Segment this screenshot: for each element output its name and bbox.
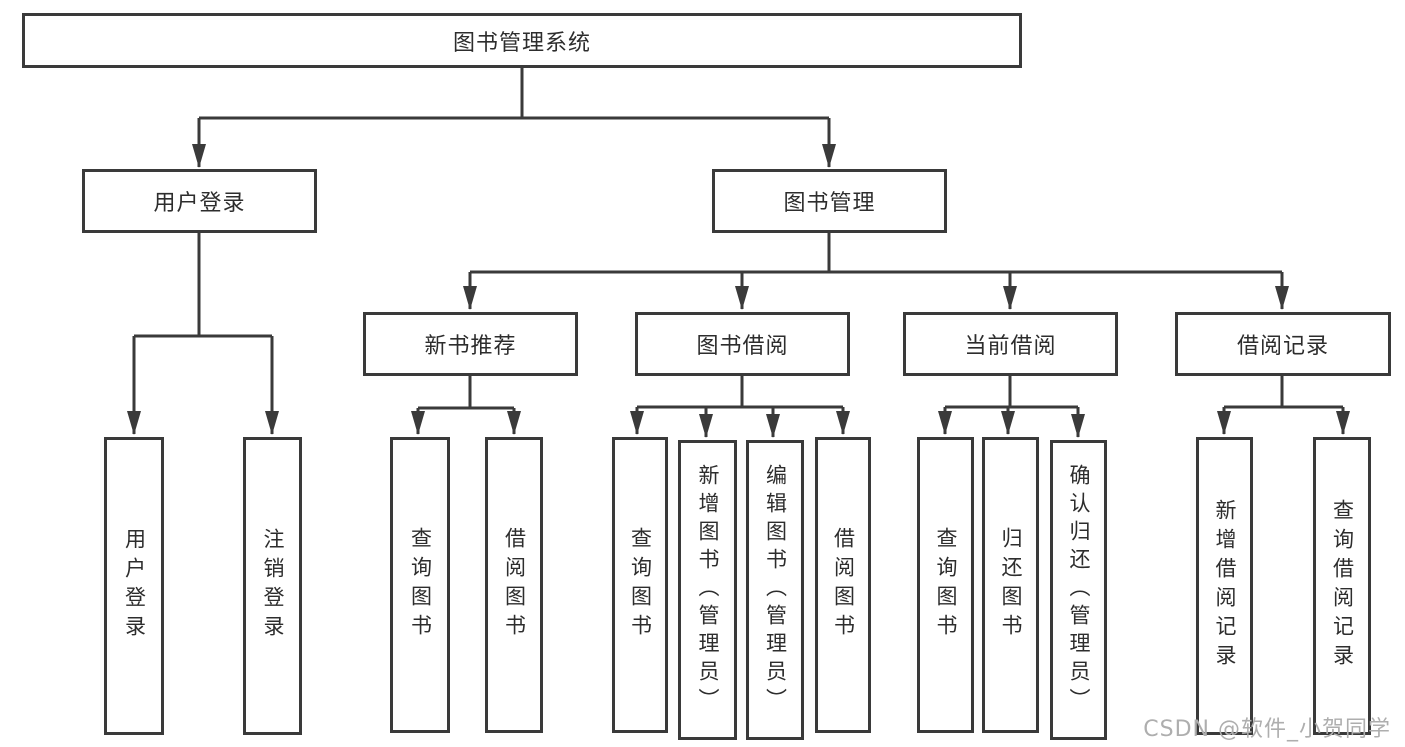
leaf-br-query-record: 查询借阅记录 <box>1313 437 1371 735</box>
leaf-cb-query-books-label: 查询图书 <box>934 527 958 643</box>
leaf-cb-return-books: 归还图书 <box>982 437 1039 733</box>
node-root-label: 图书管理系统 <box>452 30 591 56</box>
leaf-logout: 注销登录 <box>243 437 302 735</box>
leaf-user-login-label: 用户登录 <box>122 528 147 644</box>
node-book-management-label: 图书管理 <box>783 191 876 216</box>
node-new-book-recommend: 新书推荐 <box>363 312 578 376</box>
leaf-logout-label: 注销登录 <box>261 528 285 644</box>
leaf-br-add-record-label: 新增借阅记录 <box>1213 499 1237 673</box>
leaf-br-query-record-label: 查询借阅记录 <box>1330 499 1355 673</box>
node-borrow-records-label: 借阅记录 <box>1236 334 1329 359</box>
csdn-watermark: CSDN @软件_小贺同学 <box>1143 717 1391 742</box>
leaf-bb-add-books-admin: 新增图书（管理员） <box>678 440 737 740</box>
leaf-nb-borrow-books-label: 借阅图书 <box>502 527 527 643</box>
leaf-cb-query-books: 查询图书 <box>917 437 974 733</box>
node-book-management: 图书管理 <box>712 169 947 233</box>
leaf-cb-confirm-return-admin-label: 确认归还（管理员） <box>1067 464 1091 716</box>
leaf-bb-borrow-books-label: 借阅图书 <box>831 527 856 643</box>
leaf-cb-return-books-label: 归还图书 <box>999 527 1023 643</box>
leaf-nb-query-books: 查询图书 <box>390 437 450 733</box>
leaf-cb-confirm-return-admin: 确认归还（管理员） <box>1050 440 1107 740</box>
leaf-bb-query-books-label: 查询图书 <box>628 527 653 643</box>
leaf-nb-query-books-label: 查询图书 <box>408 527 433 643</box>
leaf-bb-edit-books-admin-label: 编辑图书（管理员） <box>763 464 788 716</box>
leaf-user-login: 用户登录 <box>104 437 164 735</box>
leaf-nb-borrow-books: 借阅图书 <box>485 437 543 733</box>
node-book-borrow: 图书借阅 <box>635 312 850 376</box>
node-book-borrow-label: 图书借阅 <box>696 334 789 359</box>
leaf-bb-query-books: 查询图书 <box>612 437 668 733</box>
leaf-bb-add-books-admin-label: 新增图书（管理员） <box>696 464 720 716</box>
node-root: 图书管理系统 <box>22 13 1022 68</box>
node-current-borrow-label: 当前借阅 <box>964 334 1057 359</box>
leaf-bb-borrow-books: 借阅图书 <box>815 437 871 733</box>
leaf-br-add-record: 新增借阅记录 <box>1196 437 1253 735</box>
node-new-book-recommend-label: 新书推荐 <box>424 334 517 359</box>
node-borrow-records: 借阅记录 <box>1175 312 1391 376</box>
node-user-login-branch-label: 用户登录 <box>153 191 246 216</box>
leaf-bb-edit-books-admin: 编辑图书（管理员） <box>746 440 804 740</box>
node-current-borrow: 当前借阅 <box>903 312 1118 376</box>
node-user-login-branch: 用户登录 <box>82 169 317 233</box>
